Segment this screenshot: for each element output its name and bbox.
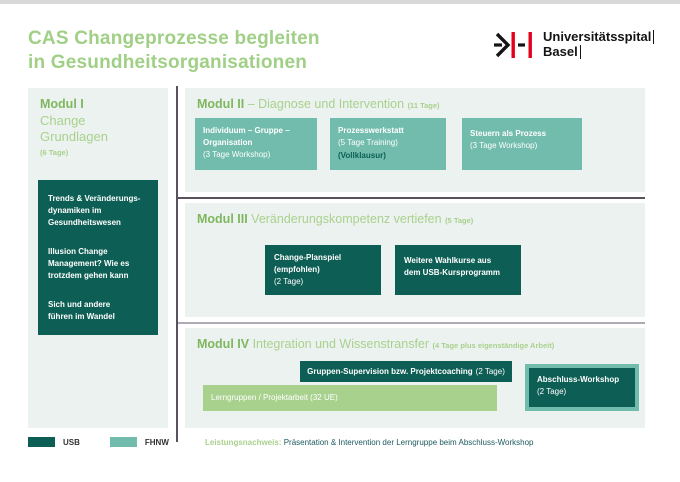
divider-modul3-modul4 <box>178 322 645 324</box>
leistungsnachweis-note: Leistungsnachweis: Präsentation & Interv… <box>205 438 533 447</box>
modul3-panel: Modul III Veränderungskompetenz vertiefe… <box>185 203 645 317</box>
course-box: Weitere Wahlkurse aus dem USB-Kursprogra… <box>395 245 521 295</box>
logo-line-1: Universitätsspital <box>543 29 655 45</box>
course-title: Steuern als Prozess <box>470 129 547 138</box>
course-box: Change-Planspiel (empfohlen) (2 Tage) <box>265 245 381 295</box>
course-sub: (3 Tage Workshop) <box>203 150 271 159</box>
modul1-topics-box: Trends & Veränderungs- dynamiken im Gesu… <box>38 180 158 335</box>
modul1-subtitle: Change Grundlagen <box>40 113 108 145</box>
modul1-duration: (6 Tage) <box>40 147 69 157</box>
usb-logo-arrow-icon <box>494 31 532 58</box>
abschluss-title: Abschluss-Workshop <box>537 375 620 384</box>
modul3-label: Modul III <box>197 212 248 226</box>
modul1-panel: Modul I Change Grundlagen (6 Tage) Trend… <box>28 88 168 428</box>
leistungsnachweis-text: Präsentation & Intervention der Lerngrup… <box>283 438 534 447</box>
course-box: Steuern als Prozess (3 Tage Workshop) <box>462 118 582 170</box>
modul2-subtitle: – Diagnose und Intervention <box>247 97 405 111</box>
modul3-duration: (5 Tage) <box>445 216 474 225</box>
course-sub: (3 Tage Workshop) <box>470 141 538 150</box>
course-title: Change-Planspiel (empfohlen) <box>274 253 342 274</box>
modul2-label: Modul II <box>197 97 245 111</box>
course-sub: (2 Tage) <box>274 277 304 286</box>
supervision-sub: (2 Tage) <box>475 366 505 376</box>
course-box: Prozesswerkstatt (5 Tage Training) (Voll… <box>330 118 446 170</box>
modul1-topic-1: Trends & Veränderungs- dynamiken im Gesu… <box>48 194 141 227</box>
modul1-topic-3: Sich und andere führen im Wandel <box>48 300 115 321</box>
legend: USB FHNW <box>28 437 169 447</box>
legend-usb-label: USB <box>63 437 80 447</box>
usb-logo-wordmark: Universitätsspital Basel <box>543 29 655 60</box>
modul2-panel: Modul II – Diagnose und Intervention (11… <box>185 88 645 192</box>
usb-logo: Universitätsspital Basel <box>494 29 655 60</box>
top-strip <box>0 0 680 4</box>
modul2-duration: (11 Tage) <box>407 101 440 110</box>
vertical-divider <box>176 86 178 442</box>
course-box: Individuum – Gruppe – Organisation (3 Ta… <box>195 118 317 170</box>
supervision-bar: Gruppen-Supervision bzw. Projektcoaching… <box>300 361 512 382</box>
modul4-label: Modul IV <box>197 337 250 351</box>
modul1-header: Modul I Change Grundlagen (6 Tage) <box>28 88 168 157</box>
modul1-label: Modul I <box>40 97 84 111</box>
modul1-topic-2: Illusion Change Management? Wie es trotz… <box>48 247 130 280</box>
logo-line-2: Basel <box>543 44 581 60</box>
modul4-panel: Modul IV Integration und Wissenstransfer… <box>185 328 645 428</box>
modul4-subtitle: Integration und Wissenstransfer <box>252 337 430 351</box>
modul3-header: Modul III Veränderungskompetenz vertiefe… <box>185 203 645 226</box>
modul3-subtitle: Veränderungskompetenz vertiefen <box>251 212 442 226</box>
divider-modul2-modul3 <box>178 197 645 199</box>
page-title: CAS Changeprozesse begleiten in Gesundhe… <box>28 28 320 73</box>
course-title: Prozesswerkstatt <box>338 126 404 135</box>
abschluss-sub: (2 Tage) <box>537 387 567 396</box>
supervision-title: Gruppen-Supervision bzw. Projektcoaching <box>307 366 473 376</box>
modul4-duration: (4 Tage plus eigenständige Arbeit) <box>432 341 555 350</box>
abschluss-workshop-box: Abschluss-Workshop (2 Tage) <box>525 364 639 411</box>
course-note: (Vollklausur) <box>338 151 386 160</box>
modul4-header: Modul IV Integration und Wissenstransfer… <box>185 328 645 351</box>
course-title: Individuum – Gruppe – Organisation <box>203 126 290 147</box>
lerngruppen-bar: Lerngruppen / Projektarbeit (32 UE) <box>203 385 497 411</box>
course-title: Weitere Wahlkurse aus dem USB-Kursprogra… <box>404 256 501 277</box>
legend-usb-swatch <box>28 437 55 447</box>
modul2-header: Modul II – Diagnose und Intervention (11… <box>185 88 645 111</box>
leistungsnachweis-label: Leistungsnachweis: <box>205 438 282 447</box>
course-sub: (5 Tage Training) <box>338 138 398 147</box>
legend-fhnw-swatch <box>109 437 137 447</box>
legend-fhnw-label: FHNW <box>144 437 169 447</box>
